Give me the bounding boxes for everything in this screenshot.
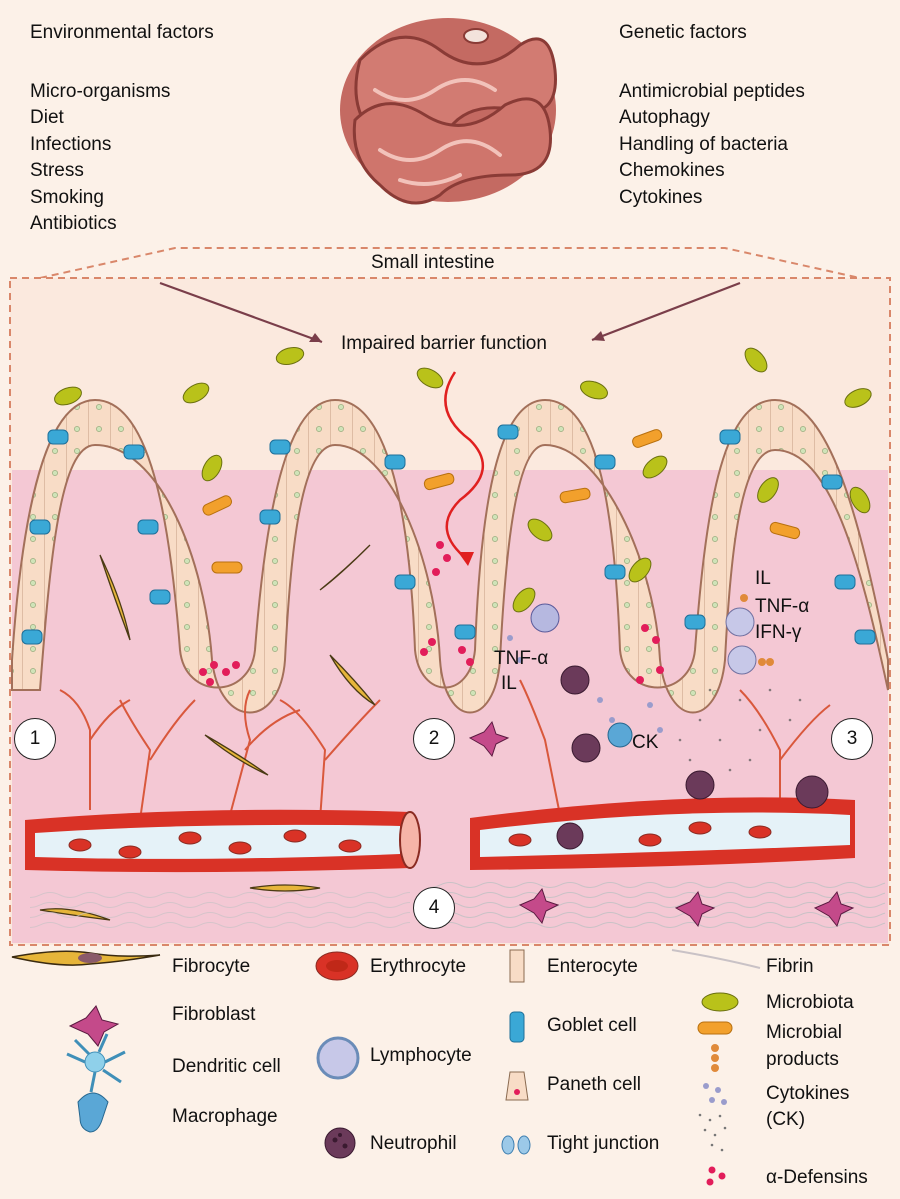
- legend-macrophage: Macrophage: [172, 1106, 278, 1127]
- legend-dendritic-cell: Dendritic cell: [172, 1056, 281, 1077]
- legend-microbial-products-1: Microbial: [766, 1022, 843, 1043]
- genetic-item: Antimicrobial peptides: [619, 81, 805, 102]
- impaired-barrier-label: Impaired barrier function: [341, 333, 547, 354]
- environmental-item: Stress: [30, 160, 84, 181]
- legend-microbiota: Microbiota: [766, 992, 854, 1013]
- step-number-3: 3: [831, 718, 873, 760]
- genetic-item: Cytokines: [619, 187, 703, 208]
- environmental-heading: Environmental factors: [30, 22, 214, 43]
- small-intestine-icon: [340, 18, 557, 205]
- legend-microbial-products-2: products: [766, 1049, 839, 1070]
- legend-fibroblast: Fibroblast: [172, 1004, 256, 1025]
- legend-tight-junction: Tight junction: [547, 1133, 660, 1154]
- immune-cells: [468, 594, 855, 928]
- step-number-1: 1: [14, 718, 56, 760]
- tnf-alpha-label: TNF-α: [494, 648, 549, 669]
- environmental-item: Infections: [30, 134, 112, 155]
- legend-cytokines-2: (CK): [766, 1109, 806, 1130]
- il-right-label: IL: [755, 568, 771, 589]
- legend-paneth-cell: Paneth cell: [547, 1074, 642, 1095]
- tnf-alpha-right-label: TNF-α: [755, 596, 810, 617]
- environmental-item: Smoking: [30, 187, 104, 208]
- step-number-2: 2: [413, 718, 455, 760]
- environmental-item: Micro-organisms: [30, 81, 171, 102]
- genetic-item: Autophagy: [619, 107, 710, 128]
- legend-lymphocyte: Lymphocyte: [370, 1045, 472, 1066]
- legend-icons: [11, 949, 761, 1186]
- genetic-heading: Genetic factors: [619, 22, 747, 43]
- legend-fibrocyte: Fibrocyte: [172, 956, 251, 977]
- legend-goblet-cell: Goblet cell: [547, 1015, 637, 1036]
- genetic-item: Handling of bacteria: [619, 134, 788, 155]
- legend-cytokines-1: Cytokines: [766, 1083, 850, 1104]
- environmental-item: Antibiotics: [30, 213, 117, 234]
- legend-alpha-defensins: α-Defensins: [766, 1167, 868, 1188]
- blood-vessel-left: [25, 809, 421, 873]
- blood-vessel-right: [470, 770, 855, 870]
- legend-erythrocyte: Erythrocyte: [370, 956, 467, 977]
- legend-neutrophil: Neutrophil: [370, 1133, 457, 1154]
- legend-fibrin: Fibrin: [766, 956, 814, 977]
- step-number-4: 4: [413, 887, 455, 929]
- il-label: IL: [501, 673, 517, 694]
- genetic-item: Chemokines: [619, 160, 725, 181]
- small-intestine-label: Small intestine: [371, 252, 495, 273]
- ck-label: CK: [632, 732, 659, 753]
- ifn-gamma-label: IFN-γ: [755, 622, 802, 643]
- legend-enterocyte: Enterocyte: [547, 956, 638, 977]
- environmental-item: Diet: [30, 107, 64, 128]
